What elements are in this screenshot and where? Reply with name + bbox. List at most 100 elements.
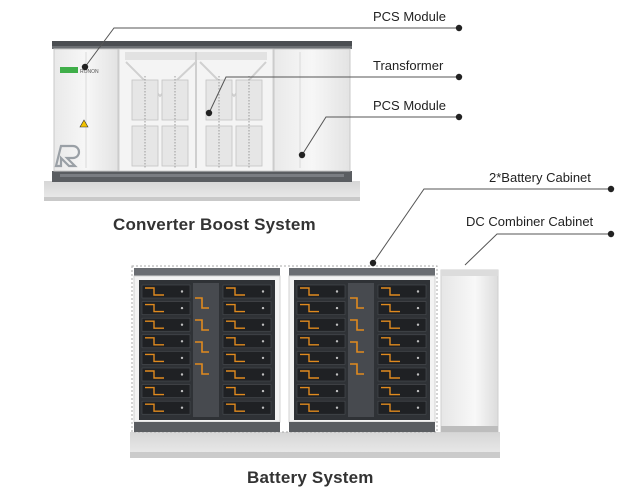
module-busbar bbox=[300, 403, 319, 412]
module-indicator bbox=[180, 373, 184, 376]
module-busbar bbox=[226, 403, 245, 412]
callout-pcs-module-right: PCS Module bbox=[373, 98, 446, 113]
module-indicator bbox=[180, 389, 184, 393]
callout-transformer: Transformer bbox=[373, 58, 444, 73]
module-busbar bbox=[300, 303, 319, 313]
module-indicator bbox=[416, 290, 420, 293]
battery-system bbox=[130, 265, 500, 458]
brand-logo-icon bbox=[60, 67, 78, 73]
module-busbar bbox=[300, 386, 319, 396]
module-busbar bbox=[381, 303, 400, 313]
module-busbar bbox=[381, 320, 400, 329]
module-busbar bbox=[300, 370, 319, 379]
converter-boost-system: RONON bbox=[44, 41, 360, 201]
warning-triangle-icon bbox=[79, 119, 89, 128]
caption-converter-boost-system: Converter Boost System bbox=[113, 215, 316, 234]
module-busbar bbox=[145, 386, 164, 396]
module-busbar bbox=[381, 403, 400, 412]
svg-text:RONON: RONON bbox=[80, 69, 99, 75]
module-busbar bbox=[300, 353, 319, 363]
module-indicator bbox=[416, 323, 420, 326]
module-indicator bbox=[416, 406, 420, 409]
module-indicator bbox=[261, 306, 265, 310]
module-indicator bbox=[416, 306, 420, 310]
battery-cabinet-outline bbox=[131, 265, 438, 433]
module-busbar bbox=[381, 337, 400, 346]
module-indicator bbox=[261, 323, 265, 326]
module-busbar bbox=[145, 353, 164, 363]
transformer-modules bbox=[131, 79, 263, 167]
control-busbar bbox=[195, 363, 209, 375]
module-busbar bbox=[226, 320, 245, 329]
leader-pcs-top bbox=[84, 27, 459, 68]
module-indicator bbox=[261, 389, 265, 393]
module-indicator bbox=[335, 306, 339, 310]
module-busbar bbox=[226, 370, 245, 379]
leader-transformer bbox=[208, 76, 459, 114]
module-busbar bbox=[381, 353, 400, 363]
battery-module-racks bbox=[141, 284, 427, 415]
module-busbar bbox=[226, 287, 245, 296]
control-busbar bbox=[195, 297, 209, 309]
control-busbar bbox=[195, 319, 209, 331]
module-busbar bbox=[226, 337, 245, 346]
module-indicator bbox=[335, 389, 339, 393]
module-indicator bbox=[261, 356, 265, 360]
control-busbar bbox=[350, 341, 364, 353]
module-indicator bbox=[180, 290, 184, 293]
module-busbar bbox=[226, 303, 245, 313]
converter-base-slab bbox=[44, 181, 360, 201]
control-busbar bbox=[350, 319, 364, 331]
module-busbar bbox=[145, 403, 164, 412]
module-indicator bbox=[416, 340, 420, 343]
control-busbar bbox=[195, 341, 209, 353]
module-indicator bbox=[261, 406, 265, 409]
module-busbar bbox=[226, 386, 245, 396]
module-busbar bbox=[300, 337, 319, 346]
module-indicator bbox=[261, 290, 265, 293]
module-indicator bbox=[335, 406, 339, 409]
leader-battery bbox=[372, 188, 611, 264]
module-indicator bbox=[261, 340, 265, 343]
module-busbar bbox=[300, 320, 319, 329]
callout-dc-combiner: DC Combiner Cabinet bbox=[466, 214, 594, 229]
module-indicator bbox=[335, 290, 339, 293]
module-indicator bbox=[335, 340, 339, 343]
leader-pcs-right bbox=[301, 116, 459, 156]
module-busbar bbox=[145, 337, 164, 346]
callout-leaders bbox=[84, 27, 611, 266]
callout-dots bbox=[81, 24, 615, 267]
module-indicator bbox=[335, 373, 339, 376]
module-busbar bbox=[145, 287, 164, 296]
module-indicator bbox=[180, 406, 184, 409]
module-indicator bbox=[416, 389, 420, 393]
module-busbar bbox=[381, 370, 400, 379]
module-indicator bbox=[261, 373, 265, 376]
control-busbar bbox=[350, 363, 364, 375]
caption-battery-system: Battery System bbox=[247, 468, 374, 487]
module-busbar bbox=[145, 303, 164, 313]
converter-top-rail bbox=[52, 41, 352, 49]
module-indicator bbox=[335, 356, 339, 360]
module-indicator bbox=[416, 373, 420, 376]
callout-pcs-module-top: PCS Module bbox=[373, 9, 446, 24]
r-logo-mark bbox=[54, 144, 81, 168]
module-indicator bbox=[180, 323, 184, 326]
leader-dc bbox=[464, 233, 611, 266]
module-busbar bbox=[381, 386, 400, 396]
callout-battery-cabinet: 2*Battery Cabinet bbox=[489, 170, 591, 185]
right-pcs-housing bbox=[273, 48, 351, 172]
control-busbar bbox=[350, 297, 364, 309]
module-indicator bbox=[416, 356, 420, 360]
module-busbar bbox=[226, 353, 245, 363]
module-indicator bbox=[180, 356, 184, 360]
module-indicator bbox=[335, 323, 339, 326]
module-indicator bbox=[180, 340, 184, 343]
module-busbar bbox=[300, 287, 319, 296]
module-busbar bbox=[145, 370, 164, 379]
module-busbar bbox=[145, 320, 164, 329]
dc-combiner-cabinet bbox=[440, 269, 499, 433]
module-busbar bbox=[381, 287, 400, 296]
module-indicator bbox=[180, 306, 184, 310]
